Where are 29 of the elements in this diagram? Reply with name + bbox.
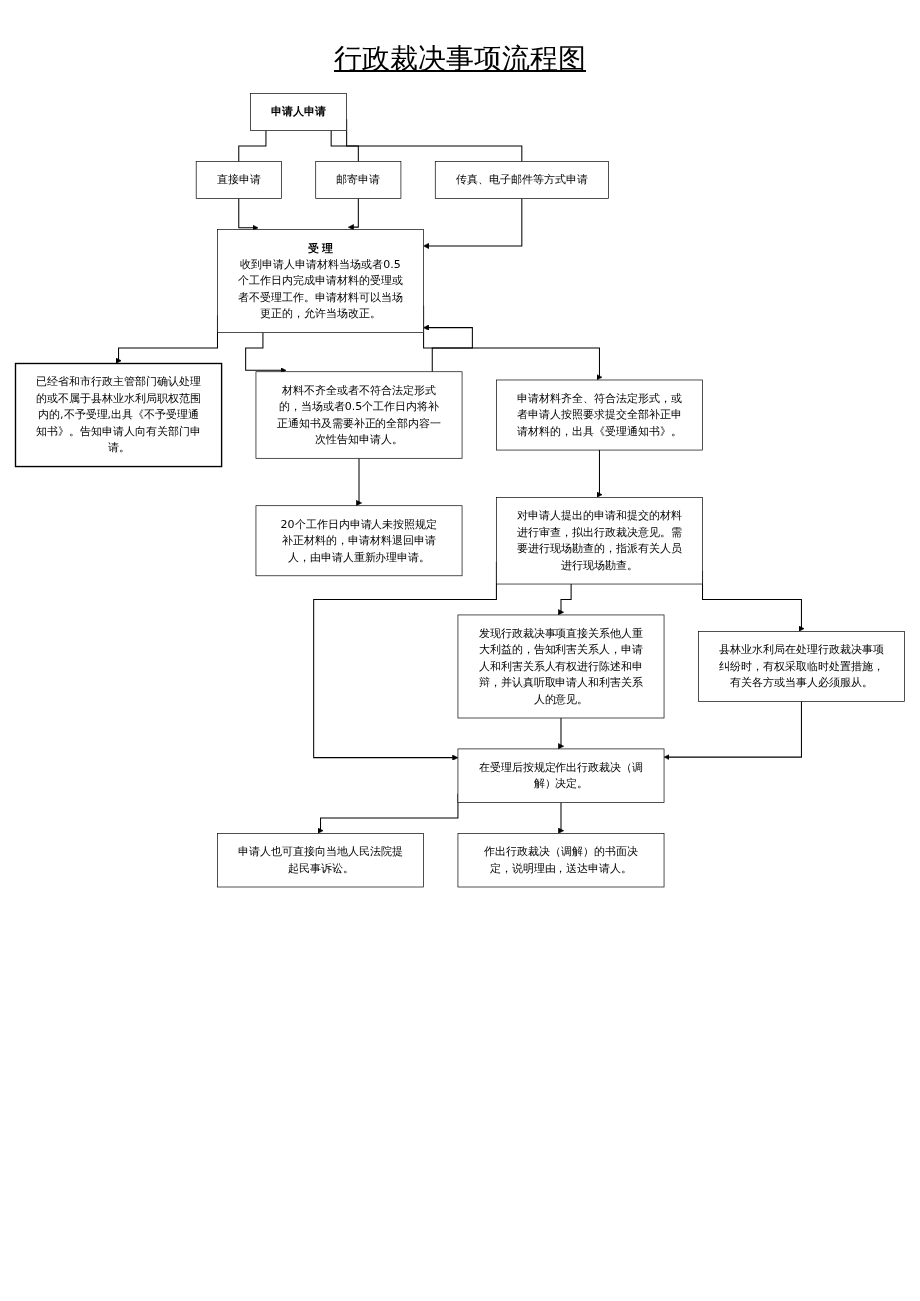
node-box: 传真、电子邮件等方式申请	[434, 161, 609, 199]
node-box: 邮寄申请	[315, 161, 402, 199]
arrow	[347, 198, 359, 231]
node-box: 在受理后按规定作出行政裁决（调解）决定。	[457, 748, 665, 803]
diagram-title: 行政裁决事项流程图	[333, 41, 587, 77]
connector	[238, 130, 267, 163]
connector	[330, 130, 359, 163]
arrow	[663, 701, 802, 761]
arrow	[423, 324, 473, 373]
arrow	[356, 457, 363, 506]
node-box: 申请人申请	[250, 93, 347, 131]
arrow	[423, 198, 523, 249]
node-box: 20个工作日内申请人未按照规定补正材料的，申请材料退回申请人，由申请人重新办理申请。	[255, 505, 463, 577]
node-box: 申请人也可直接向当地人民法院提起民事诉讼。	[217, 833, 424, 888]
arrow	[245, 332, 287, 374]
node-box: 已经省和市行政主管部门确认处理的或不属于县林业水利局职权范围内的,不予受理,出具《不予受理通知书》。告知申请人向有关部门申请。	[14, 362, 223, 468]
arrow	[557, 802, 564, 834]
node-box: 县林业水利局在处理行政裁决事项纠纷时，有权采取临时处置措施，有关各方或当事人必须服从。	[698, 631, 905, 702]
arrow	[557, 583, 572, 616]
node-box: 对申请人提出的申请和提交的材料进行审查，拟出行政裁决意见。需要进行现场勘查的，指派有关人员进行现场勘查。	[496, 497, 703, 585]
arrow	[596, 449, 603, 498]
node-box: 申请材料齐全、符合法定形式，或者申请人按照要求提交全部补正申请材料的，出具《受理通知书》。	[496, 379, 703, 451]
arrow	[557, 717, 564, 750]
node-box: 受 理 收到申请人申请材料当场或者0.5个工作日内完成申请材料的受理或者不受理工作。申请材料可以当场更正的，允许当场改正。	[217, 229, 424, 333]
node-box: 直接申请	[195, 161, 282, 199]
arrow	[238, 198, 259, 231]
node-box: 材料不齐全或者不符合法定形式的，当场或者0.5个工作日内将补正通知书及需要补正的全部内容一次性告知申请人。	[255, 371, 463, 459]
node-box: 作出行政裁决（调解）的书面决定，说明理由，送达申请人。	[457, 833, 665, 888]
node-box: 发现行政裁决事项直接关系他人重大利益的，告知利害关系人，申请人和利害关系人有权进行陈述和申辩，并认真听取申请人和利害关系人的意见。	[457, 614, 665, 719]
